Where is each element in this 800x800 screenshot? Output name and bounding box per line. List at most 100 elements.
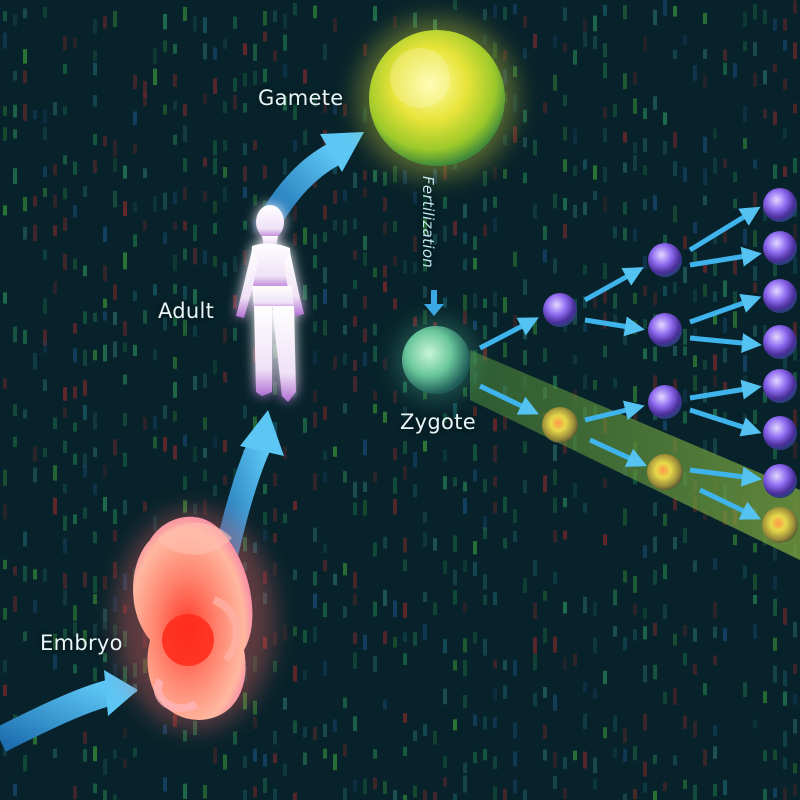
somatic-cell-icon — [763, 188, 797, 222]
background-dot — [123, 201, 127, 216]
background-dot — [83, 311, 87, 324]
background-dot — [633, 746, 637, 761]
background-dot — [243, 186, 247, 198]
background-dot — [103, 265, 107, 282]
background-dot — [543, 225, 547, 240]
background-dot — [173, 254, 177, 272]
background-dot — [603, 128, 607, 143]
background-dot — [23, 531, 27, 547]
background-dot — [753, 72, 757, 87]
background-dot — [403, 602, 407, 619]
background-dot — [473, 406, 477, 417]
background-dot — [433, 730, 437, 745]
background-dot — [13, 168, 17, 185]
background-dot — [703, 168, 707, 186]
background-dot — [273, 473, 277, 487]
background-dot — [593, 191, 597, 201]
background-dot — [773, 263, 777, 277]
background-dot — [183, 125, 187, 142]
background-dot — [93, 349, 97, 361]
background-dot — [243, 250, 247, 266]
background-dot — [93, 159, 97, 174]
background-dot — [203, 469, 207, 482]
background-dot — [523, 328, 527, 340]
background-dot — [713, 746, 717, 759]
background-dot — [443, 196, 447, 209]
background-dot — [373, 542, 377, 557]
background-dot — [563, 439, 567, 454]
background-dot — [663, 285, 667, 297]
background-dot — [503, 660, 507, 671]
background-dot — [93, 312, 97, 323]
background-dot — [23, 755, 27, 772]
background-dot — [783, 18, 787, 31]
background-dot — [513, 126, 517, 143]
background-dot — [413, 785, 417, 798]
division-arrow — [583, 267, 644, 303]
background-dot — [403, 406, 407, 418]
background-dot — [113, 794, 117, 800]
background-dot — [643, 319, 647, 329]
background-dot — [143, 501, 147, 512]
background-dot — [753, 719, 757, 729]
background-dot — [693, 720, 697, 738]
background-dot — [463, 498, 467, 514]
background-dot — [43, 341, 47, 353]
background-dot — [23, 227, 27, 240]
background-dot — [473, 444, 477, 461]
background-dot — [103, 298, 107, 308]
background-dot — [683, 653, 687, 666]
background-dot — [403, 259, 407, 274]
background-dot — [713, 231, 717, 245]
background-dot — [603, 263, 607, 280]
background-dot — [693, 289, 697, 303]
background-dot — [663, 781, 667, 792]
background-dot — [373, 749, 377, 759]
background-dot — [693, 221, 697, 234]
background-dot — [533, 637, 537, 654]
background-dot — [793, 0, 797, 14]
background-dot — [423, 790, 427, 800]
background-dot — [83, 453, 87, 468]
background-dot — [653, 536, 657, 553]
background-dot — [183, 187, 187, 200]
background-dot — [223, 186, 227, 203]
background-dot — [353, 250, 357, 260]
background-dot — [293, 720, 297, 734]
background-dot — [633, 228, 637, 242]
background-dot — [173, 191, 177, 205]
arrow-head — [320, 132, 364, 172]
background-dot — [353, 218, 357, 230]
background-dot — [73, 161, 77, 175]
background-dot — [653, 346, 657, 362]
somatic-cell-icon — [543, 293, 577, 327]
background-dot — [313, 5, 317, 19]
background-dot — [753, 574, 757, 591]
background-dot — [103, 608, 107, 622]
background-dot — [63, 254, 67, 271]
background-dot — [633, 575, 637, 593]
background-dot — [63, 106, 67, 116]
background-dot — [373, 472, 377, 483]
background-dot — [293, 233, 297, 246]
background-dot — [463, 775, 467, 793]
background-dot — [423, 440, 427, 452]
background-dot — [523, 279, 527, 295]
background-dot — [143, 168, 147, 179]
background-dot — [253, 43, 257, 61]
background-dot — [583, 202, 587, 215]
background-dot — [273, 10, 277, 23]
background-dot — [573, 49, 577, 65]
background-dot — [583, 713, 587, 730]
background-dot — [243, 220, 247, 230]
background-dot — [713, 157, 717, 174]
background-dot — [793, 763, 797, 774]
background-dot — [453, 403, 457, 420]
background-dot — [383, 589, 387, 607]
background-dot — [363, 43, 367, 56]
background-dot — [303, 630, 307, 643]
background-dot — [283, 95, 287, 111]
background-dot — [13, 436, 17, 448]
background-dot — [323, 289, 327, 304]
background-dot — [543, 475, 547, 493]
